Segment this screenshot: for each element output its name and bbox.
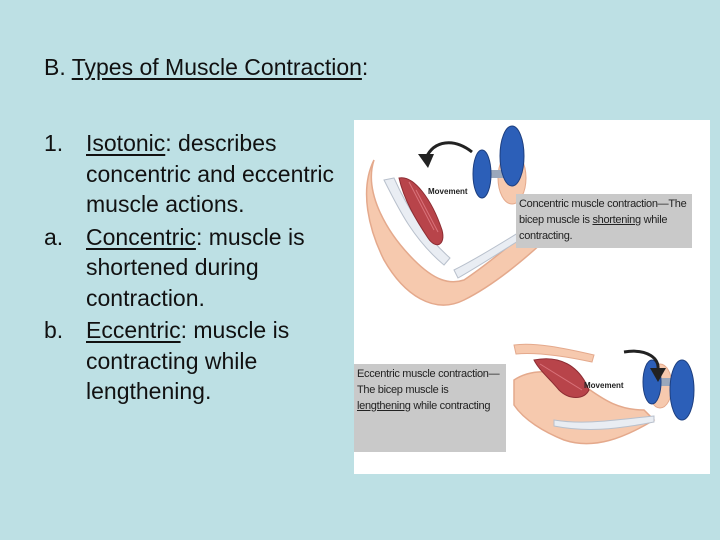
list-marker: a. [44,223,64,250]
caption-text: Concentric muscle contraction—The bicep … [519,198,687,226]
title-prefix: B. [44,54,72,80]
eccentric-caption: Eccentric muscle contraction—The bicep m… [354,364,506,452]
list-marker: b. [44,317,64,343]
definition-concentric: : muscle is shortened during contraction… [86,223,305,311]
top-movement-label: Movement [428,187,468,196]
title-underlined: Types of Muscle Contraction [71,54,362,80]
caption-emphasis: lengthening [357,400,411,412]
list-marker: 1. [44,130,64,156]
term-concentric: Concentric [86,223,196,250]
caption-text: while contracting [410,400,491,412]
concentric-caption: Concentric muscle contraction—The bicep … [516,194,692,248]
concentric-arm-illustration [365,125,556,306]
title-suffix: : [361,54,369,80]
caption-text: while contracting. [519,214,668,242]
bottom-movement-label: Movement [584,381,624,390]
arm-illustrations: Movement Movement [365,125,695,445]
caption-emphasis: shortening [592,214,641,226]
list-item-eccentric: b. Eccentric: muscle is contracting whil… [44,315,344,407]
term-isotonic: Isotonic [86,130,166,156]
term-eccentric: Eccentric [86,317,181,343]
contraction-list: 1. Isotonic: describes concentric and ec… [44,128,344,409]
muscle-contraction-figure: Movement Movement Concentric muscle cont… [354,120,710,474]
definition-eccentric: : muscle is contracting while lengthenin… [86,317,290,404]
caption-text: Eccentric muscle contraction—The bicep m… [357,368,500,396]
list-item-concentric: a. Concentric: muscle is shortened durin… [44,222,344,314]
list-item-isotonic: 1. Isotonic: describes concentric and ec… [44,128,344,220]
eccentric-arm-illustration [513,343,695,445]
definition-isotonic: : describes concentric and eccentric mus… [86,130,335,217]
slide-title: B. Types of Muscle Contraction: [44,52,368,82]
